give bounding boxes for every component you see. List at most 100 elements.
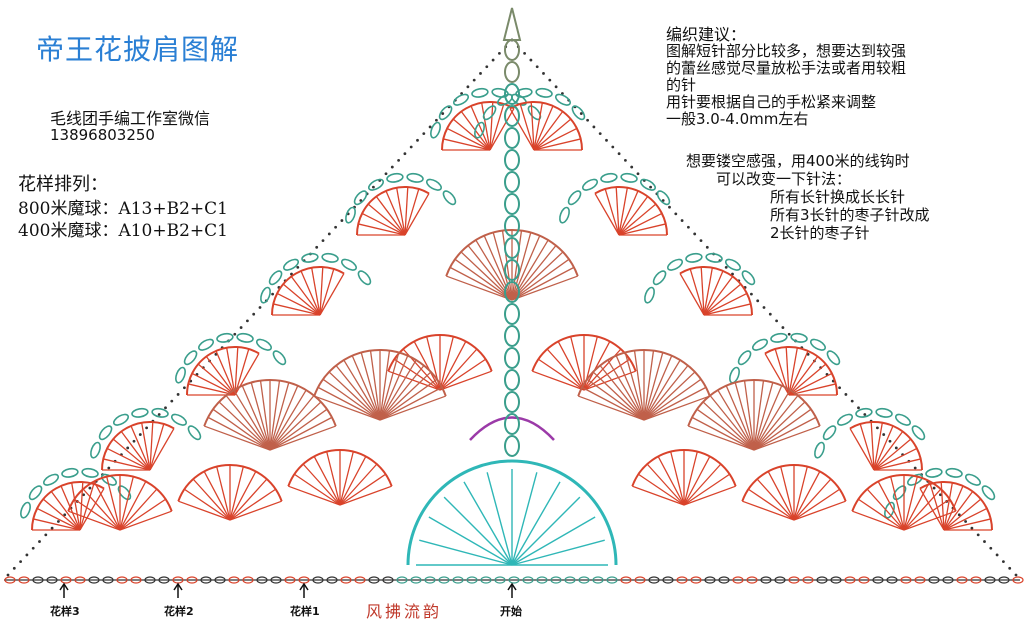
fan-edge (531, 334, 637, 372)
stitch-line (439, 336, 454, 391)
stitch-line (335, 365, 381, 421)
red-fan-motif (919, 481, 993, 531)
stitch-line (703, 303, 751, 316)
chain-loop (964, 473, 982, 486)
stitch-line (793, 500, 846, 521)
chain-loop (282, 258, 300, 271)
stitch-line (294, 473, 341, 506)
chain-loop (814, 441, 825, 459)
open-fan (203, 379, 337, 451)
stitch-dot (932, 486, 936, 490)
stitch-dot (548, 78, 552, 82)
chain-loop (81, 467, 99, 478)
stitch-line (379, 386, 443, 421)
stitch-line (586, 378, 645, 421)
foundation-stitch (214, 576, 226, 584)
chain-loop (741, 270, 756, 286)
fan-edge (441, 101, 515, 151)
stitch-line (379, 350, 391, 421)
stitch-line (866, 488, 905, 531)
stitch-line (375, 196, 406, 236)
stitch-line (753, 401, 806, 451)
chain-loop (357, 270, 372, 286)
stitch-line (753, 416, 817, 451)
stitch-dot (724, 265, 728, 269)
alt-line: 所有3长针的枣子针改成 (770, 206, 930, 224)
foundation-stitch (634, 576, 646, 584)
stitch-dot (252, 312, 256, 316)
stitch-dot (138, 433, 142, 436)
spine-chain (504, 83, 520, 105)
foundation-stitch (46, 576, 58, 584)
arrow-up-icon (59, 582, 69, 591)
stitch-line (120, 431, 151, 471)
foundation-stitch (466, 576, 478, 584)
chain-loop (255, 338, 273, 351)
arrangement-line-800: 800米魔球：A13+B2+C1 (18, 199, 228, 219)
stitch-line (460, 251, 513, 301)
stitch-dot (787, 332, 791, 336)
stitch-line (570, 336, 585, 391)
stitch-dot (535, 65, 539, 69)
stitch-line (592, 371, 645, 421)
chain-loop (345, 206, 356, 224)
chain-loop (894, 413, 912, 426)
chain-loop (216, 332, 234, 343)
stitch-line (470, 105, 491, 151)
chain-loop (98, 425, 113, 441)
inner-red-fan (387, 334, 493, 391)
stitch-line (339, 451, 354, 506)
stitch-line (339, 485, 392, 506)
stitch-line (489, 103, 505, 151)
foundation-stitch (368, 576, 380, 584)
stitch-line (439, 341, 467, 391)
stitch-dot (964, 520, 967, 523)
foundation-stitch (536, 576, 548, 584)
stitch-dot (176, 393, 180, 396)
pattern-3-marker (59, 582, 69, 598)
stitch-dot (403, 152, 407, 156)
stitch-line (793, 478, 832, 521)
foundation-stitch (550, 576, 562, 584)
red-fan-motif (101, 421, 175, 471)
stitch-dot (498, 51, 501, 55)
spine-chain (504, 435, 520, 457)
pattern-2-marker (173, 582, 183, 598)
stitch-line (919, 488, 945, 531)
stitch-dot (372, 185, 375, 189)
chain-loop (496, 93, 514, 106)
chain-loop (875, 407, 893, 418)
foundation-stitch (242, 576, 254, 584)
stitch-line (683, 451, 698, 506)
stitch-line (290, 276, 321, 316)
alternative-tips: 想要镂空感强，用400米的线钩时 可以改变一下针法： 所有长针换成长长针 所有3… (686, 152, 930, 242)
chain-loop (581, 178, 599, 191)
stitch-line (753, 425, 821, 451)
stitch-line (646, 463, 685, 506)
foundation-stitch (578, 576, 590, 584)
foundation-stitch (102, 576, 114, 584)
chain-loop (175, 366, 186, 384)
stitch-dot (157, 413, 161, 416)
chain-loop (809, 338, 827, 351)
stitch-line (492, 232, 513, 301)
chain-loop (666, 258, 684, 271)
stitch-line (873, 425, 894, 471)
foundation-stitch (760, 576, 772, 584)
stitch-line (343, 359, 381, 421)
stitch-line (557, 341, 585, 391)
scallop-border (814, 407, 926, 459)
stitch-line (501, 230, 513, 301)
foundation-stitch (690, 576, 702, 584)
stitch-line (339, 473, 386, 506)
chain-loop (117, 485, 132, 501)
stitch-line (764, 353, 790, 396)
foundation-stitch (788, 576, 800, 584)
stitch-line (849, 428, 875, 471)
stitch-line (632, 485, 685, 506)
stitch-line (511, 232, 532, 301)
stitch-line (687, 425, 755, 451)
stitch-line (233, 389, 271, 451)
stitch-line (643, 365, 689, 421)
knitting-tips: 编织建议： 图解短针部分比较多，想要达到较强 的蕾丝感觉尽量放松手法或者用较粗 … (666, 26, 1016, 128)
